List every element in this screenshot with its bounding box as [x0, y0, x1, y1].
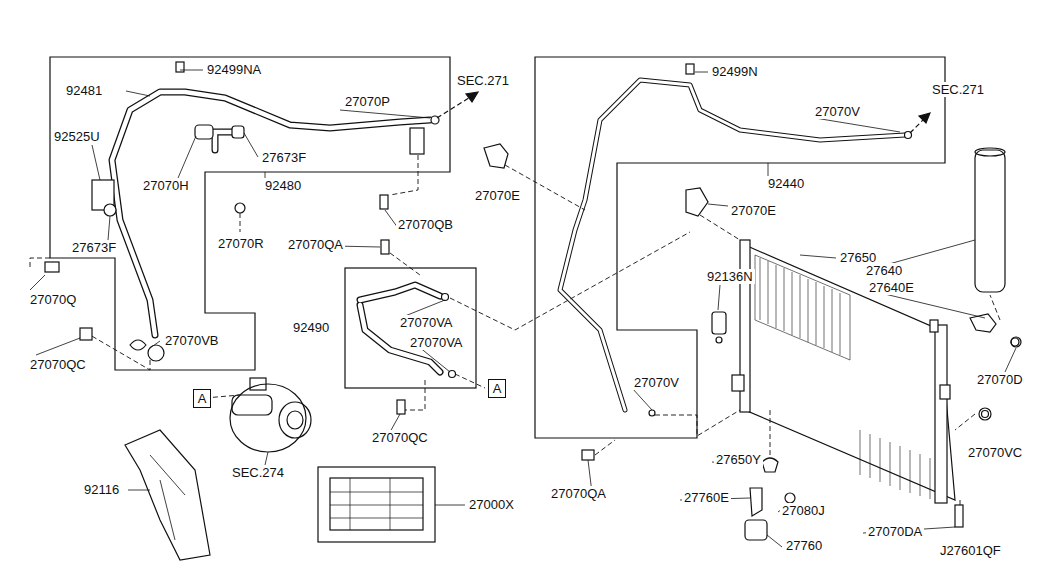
callout-number: 92481: [64, 83, 104, 98]
reference-box: A: [193, 389, 211, 408]
callout-number: 27000X: [467, 497, 516, 512]
callout-number: 27640E: [867, 280, 916, 295]
callout-number: 27080J: [780, 503, 827, 518]
callout-number: 27760E: [682, 490, 731, 505]
callout-number: 27070VC: [966, 445, 1024, 460]
callout-number: 27070QA: [549, 486, 608, 501]
callout-number: 92440: [766, 176, 806, 191]
callout-number: 27673F: [70, 240, 118, 255]
callout-number: 92490: [291, 320, 331, 335]
callout-number: 92499N: [710, 64, 760, 79]
callout-number: 92525U: [52, 129, 102, 144]
callout-number: 27070V: [632, 375, 681, 390]
callout-number: 27070V: [813, 104, 862, 119]
callout-number: 27070R: [216, 236, 266, 251]
callout-number: 27640: [864, 263, 904, 278]
callout-number: 27070P: [343, 94, 392, 109]
callout-number: 27070D: [975, 372, 1025, 387]
callout-number: 27070E: [473, 188, 522, 203]
callout-number: 27070QC: [28, 357, 88, 372]
section-ref: SEC.271: [930, 82, 986, 97]
callout-number: 27070QA: [286, 237, 345, 252]
callout-number: 92116: [82, 482, 121, 497]
section-ref: SEC.271: [455, 73, 511, 88]
callout-number: 27070H: [141, 178, 191, 193]
diagram-code: J27601QF: [938, 543, 1003, 558]
callout-number: 27070E: [729, 203, 778, 218]
callout-number: 27760: [784, 538, 824, 553]
callout-number: 27070QC: [370, 430, 430, 445]
callout-number: 27070VA: [408, 335, 465, 350]
reference-box: A: [488, 379, 506, 398]
reference-letter: A: [198, 391, 207, 406]
callout-number: 27070VB: [163, 333, 221, 348]
callout-number: 92480: [263, 178, 303, 193]
callout-number: 27070Q: [28, 292, 78, 307]
section-ref: SEC.274: [230, 465, 286, 480]
callout-number: 27673F: [260, 150, 308, 165]
callout-number: 92499NA: [205, 62, 263, 77]
callout-number: 27070DA: [866, 524, 924, 539]
callout-number: 27070QB: [396, 217, 455, 232]
reference-letter: A: [493, 381, 502, 396]
callout-number: 27070VA: [398, 315, 455, 330]
callout-number: 92136N: [705, 269, 755, 284]
callout-number: 27650Y: [714, 452, 763, 467]
